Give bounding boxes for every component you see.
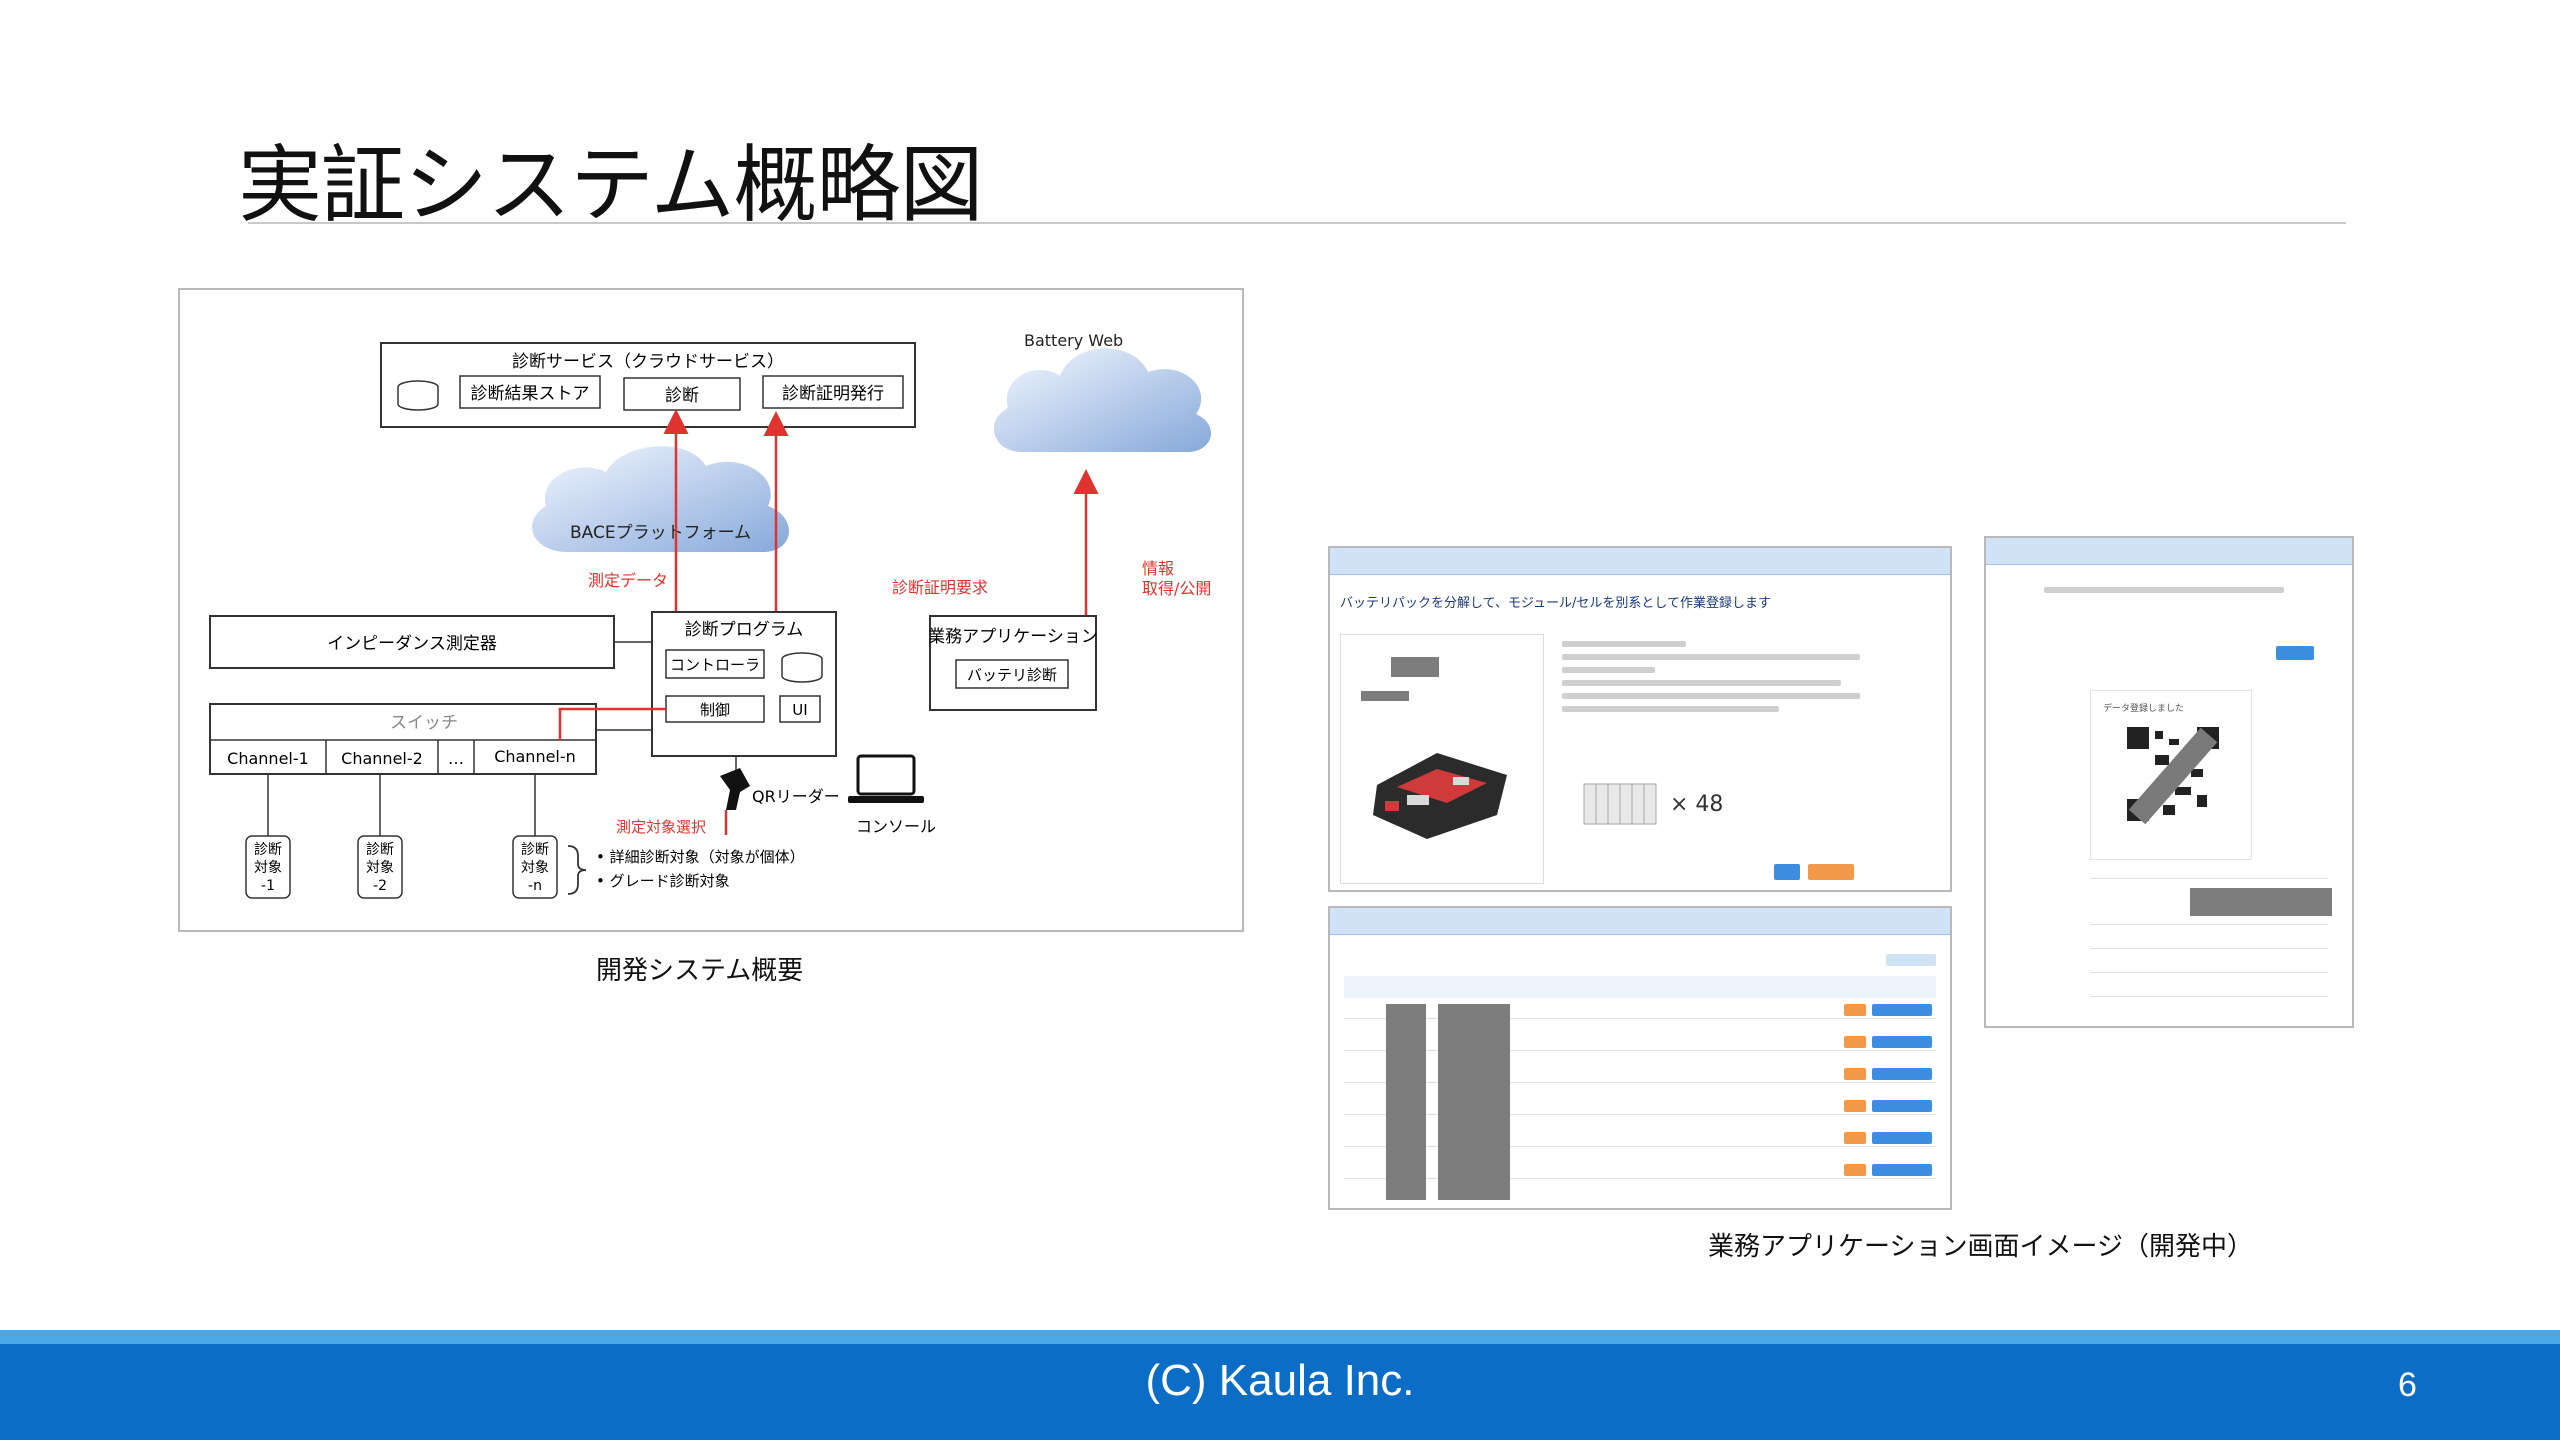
bullet-1: • 詳細診断対象（対象が個体） <box>596 848 805 866</box>
page-number: 6 <box>2398 1366 2417 1404</box>
qr-code-image <box>2125 725 2221 825</box>
channel-dots: … <box>448 749 464 768</box>
screenshot-work-registration: バッテリパックを分解して、モジュール/セルを別系として作業登録します × 48 <box>1328 546 1952 892</box>
footer-copyright: (C) Kaula Inc. <box>1145 1356 1415 1405</box>
service-store-box <box>459 375 601 409</box>
program-title: 診断プログラム <box>685 620 804 640</box>
controller-box <box>665 649 765 679</box>
cell-stack-image <box>1583 783 1657 825</box>
footer-accent <box>0 1330 2560 1344</box>
register-button[interactable] <box>1774 864 1800 880</box>
target-1-line-3: -1 <box>261 878 275 894</box>
target-2-line-1: 診断 <box>366 842 394 858</box>
bace-label: BACEプラットフォーム <box>570 523 751 543</box>
service-cert-label: 診断証明発行 <box>782 384 884 404</box>
impedance-box <box>209 615 615 669</box>
control-box <box>665 695 765 723</box>
target-1 <box>245 835 291 899</box>
qr-action-button[interactable] <box>2276 646 2314 660</box>
diagram-final: 診断サービス（クラウドサービス） 診断結果ストア 診断 診断証明発行 Batte… <box>180 290 1242 930</box>
next-button[interactable] <box>1808 864 1854 880</box>
filter-button[interactable] <box>1886 954 1936 966</box>
target-brace <box>567 845 587 895</box>
biz-app-label: 業務アプリケーション <box>928 627 1098 647</box>
target-1-line-2: 対象 <box>254 860 282 876</box>
target-n-line-1: 診断 <box>521 842 549 858</box>
battery-diag-label: バッテリ診断 <box>967 666 1057 684</box>
ui-label: UI <box>792 701 807 719</box>
redacted-column-2 <box>1438 1004 1510 1200</box>
battery-web-cloud <box>993 348 1212 453</box>
bace-cloud <box>532 446 790 553</box>
left-card <box>1340 634 1544 884</box>
cert-request-label: 診断証明要求 <box>892 578 988 597</box>
target-1-line-1: 診断 <box>254 842 282 858</box>
screenshot-list <box>1328 906 1952 1210</box>
target-n-line-2: 対象 <box>521 860 549 876</box>
impedance-label: インピーダンス測定器 <box>327 634 497 654</box>
app-header <box>1330 548 1950 575</box>
service-diag-box <box>623 377 741 411</box>
target-2 <box>357 835 403 899</box>
table-header <box>1344 976 1936 998</box>
target-2-line-2: 対象 <box>366 860 394 876</box>
list-header <box>1330 908 1950 935</box>
channel-n: Channel-n <box>494 747 576 766</box>
service-diag-label: 診断 <box>665 386 699 406</box>
select-target-label: 測定対象選択 <box>616 818 706 836</box>
ui-box <box>779 695 821 723</box>
battery-pack-image <box>1373 753 1507 839</box>
screens-caption: 業務アプリケーション画面イメージ（開発中） <box>1708 1232 2253 1262</box>
laptop-icon <box>848 754 924 803</box>
target-n <box>512 835 558 899</box>
instructions-text <box>1562 634 1872 719</box>
switch-box <box>209 703 597 775</box>
database-icon <box>397 380 439 411</box>
info-label: 情報 <box>1142 559 1174 578</box>
service-cert-box <box>762 375 904 409</box>
footer-bar <box>0 1344 2560 1440</box>
measure-data-label: 測定データ <box>588 571 668 590</box>
service-box-title: 診断サービス（クラウドサービス） <box>512 352 784 372</box>
work-registration-heading: バッテリパックを分解して、モジュール/セルを別系として作業登録します <box>1340 596 1772 611</box>
screenshot-qr: データ登録しました <box>1984 536 2354 1028</box>
console-label: コンソール <box>856 817 936 836</box>
target-2-line-3: -2 <box>373 878 387 894</box>
channel-2: Channel-2 <box>341 749 423 768</box>
info-label-2: 取得/公開 <box>1142 579 1211 598</box>
qr-reader-label: QRリーダー <box>752 787 840 806</box>
program-box <box>651 611 837 757</box>
qr-label: データ登録しました <box>2103 704 2185 714</box>
qr-card: データ登録しました <box>2090 690 2252 860</box>
qr-redacted-field <box>2190 888 2332 916</box>
qr-header <box>1986 538 2352 565</box>
redacted-column-1 <box>1386 1004 1426 1200</box>
control-to-channel-arrow <box>558 707 666 740</box>
qr-reader-icon <box>720 768 750 810</box>
battery-diag-box <box>955 659 1069 689</box>
control-label: 制御 <box>700 701 730 719</box>
diagram-caption: 開発システム概要 <box>596 956 804 986</box>
title-divider <box>248 222 2346 224</box>
channel-1: Channel-1 <box>227 749 309 768</box>
page-title: 実証システム概略図 <box>238 136 983 234</box>
controller-label: コントローラ <box>670 656 760 674</box>
cell-multiplier: × 48 <box>1670 792 1724 817</box>
service-store-label: 診断結果ストア <box>471 384 590 404</box>
bullet-2: • グレード診断対象 <box>596 872 730 890</box>
battery-web-label: Battery Web <box>1024 331 1123 350</box>
target-n-line-3: -n <box>528 878 542 894</box>
program-database-icon <box>781 652 823 683</box>
switch-label: スイッチ <box>390 713 458 733</box>
